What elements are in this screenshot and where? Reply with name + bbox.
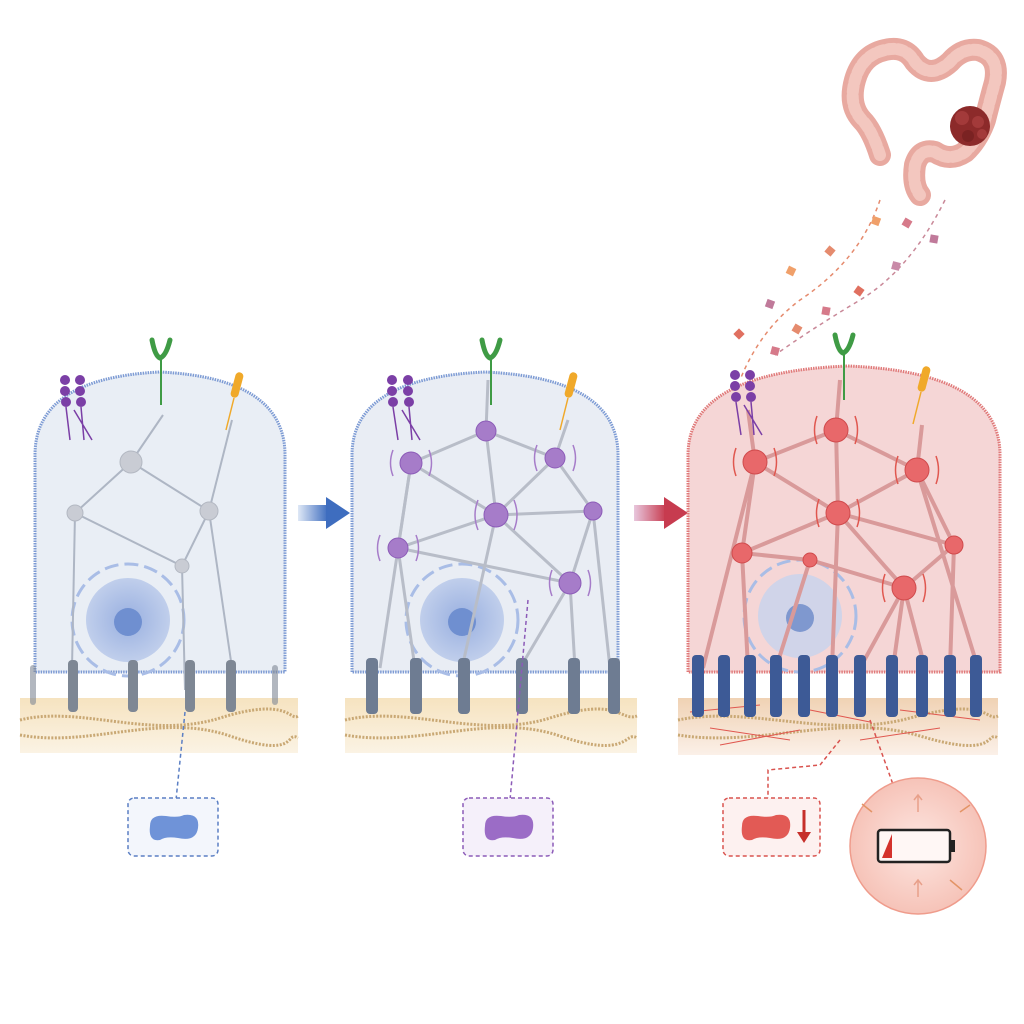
colon-with-tumor-icon (853, 49, 996, 195)
protein-blob-icon (150, 815, 199, 840)
indicator-box-stressed (723, 798, 820, 856)
extracellular-matrix (345, 698, 637, 753)
energy-stress-inset (850, 778, 986, 914)
panel-stressed-cell (678, 335, 1000, 914)
protein-blob-icon (742, 815, 791, 840)
low-battery-icon (878, 830, 955, 862)
protein-blob-icon (485, 815, 534, 840)
transition-arrow-2 (634, 497, 688, 529)
indicator-box-normal (128, 798, 218, 856)
indicator-box-activated (463, 798, 553, 856)
transition-arrow-1 (298, 497, 350, 529)
panel-activated-cell (345, 340, 637, 856)
panel-normal-cell (20, 340, 298, 856)
particle-path (775, 200, 945, 355)
tumor-icon (950, 106, 990, 146)
